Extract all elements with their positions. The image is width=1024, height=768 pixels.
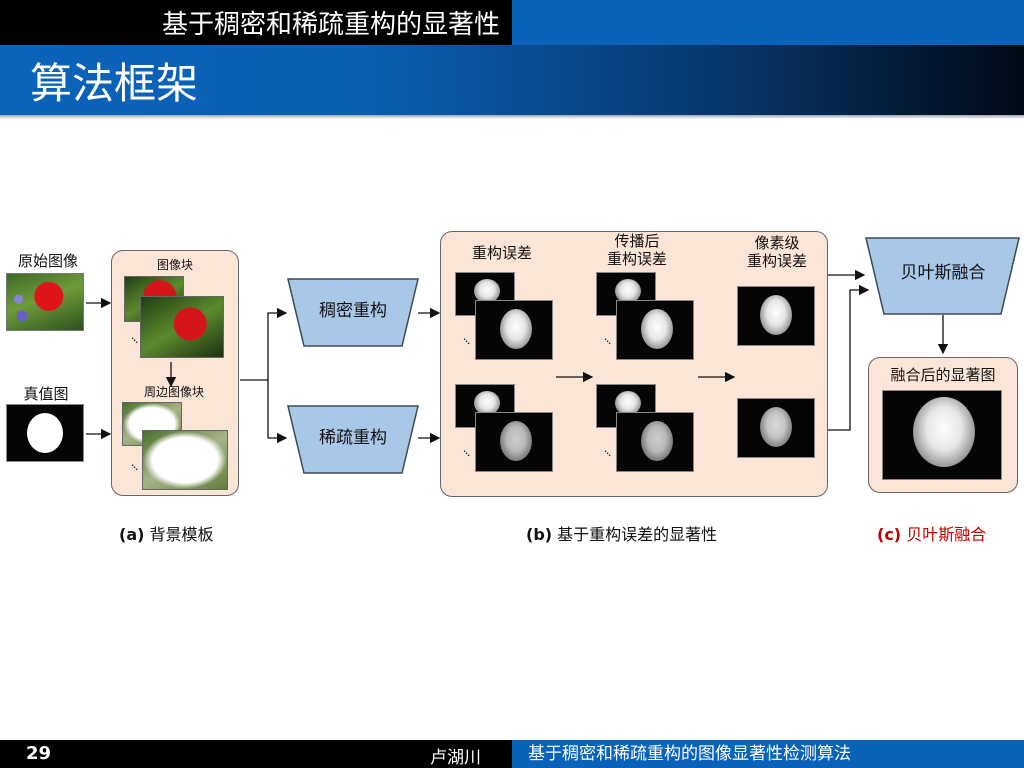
- bayes-fusion-label: 贝叶斯融合: [900, 263, 986, 283]
- patch-label: 图像块: [156, 258, 193, 272]
- page-number: 29: [26, 743, 52, 764]
- ground-truth-image: [6, 404, 84, 462]
- sparse-reconstruction-label: 稀疏重构: [319, 428, 387, 448]
- propagated-error-label: 传播后 重构误差: [606, 232, 667, 268]
- top-bar: 基于稠密和稀疏重构的显著性: [0, 0, 1024, 45]
- dense-pixel-map: [737, 286, 815, 346]
- dense-propagated-map-1: [596, 272, 656, 316]
- dense-reconstruction-box: [287, 278, 419, 347]
- bayes-fusion-box: [865, 237, 1020, 315]
- author-name: 卢湖川: [430, 748, 481, 768]
- dense-reconstruction-label: 稠密重构: [319, 301, 387, 321]
- slide-title: 算法框架: [0, 45, 1024, 115]
- pixel-error-label: 像素级 重构误差: [746, 234, 807, 270]
- dense-propagated-map-2: [616, 300, 694, 360]
- caption-c-prefix: (c): [877, 525, 902, 544]
- title-divider: [0, 115, 1024, 119]
- caption-b-prefix: (b): [526, 525, 553, 544]
- patch-image-2: [140, 296, 224, 358]
- caption-c-text: 贝叶斯融合: [901, 525, 987, 544]
- sparse-propagated-map-2: [616, 412, 694, 472]
- top-bar-accent: [512, 0, 1024, 45]
- recon-error-label: 重构误差: [471, 244, 532, 262]
- ground-truth-label: 真值图: [23, 385, 69, 403]
- fused-saliency-map: [882, 390, 1002, 480]
- border-patch-label: 周边图像块: [143, 385, 204, 399]
- sparse-pixel-map: [737, 398, 815, 458]
- caption-a: (a) 背景模板: [119, 521, 214, 545]
- fused-map-label: 融合后的显著图: [890, 366, 996, 384]
- talk-title: 基于稠密和稀疏重构的图像显著性检测算法: [512, 740, 1024, 768]
- sparse-reconstruction-box: [287, 405, 419, 474]
- caption-a-text: 背景模板: [144, 525, 214, 544]
- border-patch-image-2: [142, 430, 228, 490]
- dense-error-map-2: [475, 300, 553, 360]
- caption-b: (b) 基于重构误差的显著性: [526, 521, 717, 545]
- sparse-error-map-2: [475, 412, 553, 472]
- caption-c: (c) 贝叶斯融合: [877, 521, 986, 545]
- footer: 29 卢湖川 基于稠密和稀疏重构的图像显著性检测算法: [0, 740, 1024, 768]
- original-image: [6, 273, 84, 331]
- caption-b-text: 基于重构误差的显著性: [552, 525, 718, 544]
- original-image-label: 原始图像: [17, 252, 78, 270]
- section-title: 基于稠密和稀疏重构的显著性: [0, 0, 512, 45]
- caption-a-prefix: (a): [119, 525, 145, 544]
